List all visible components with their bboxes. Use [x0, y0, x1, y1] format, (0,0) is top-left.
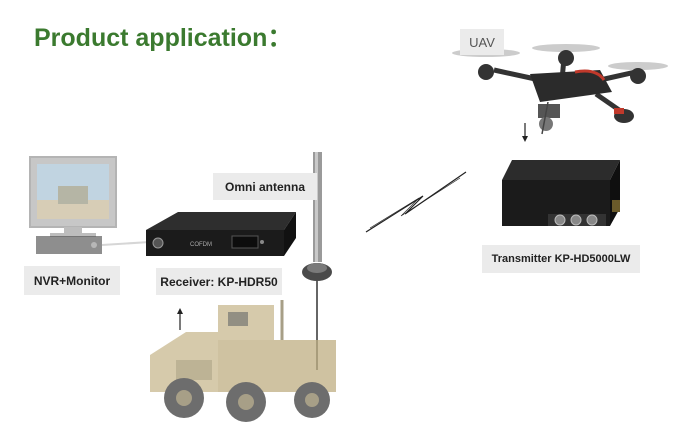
uav-label: UAV — [460, 29, 504, 55]
arrow-down-icon — [522, 123, 528, 142]
arrow-up-icon — [177, 308, 183, 330]
page-title: Product application： — [34, 24, 293, 52]
transmitter-label: Transmitter KP-HD5000LW — [482, 245, 640, 273]
wireless-bolt-icon — [365, 171, 467, 233]
omni-antenna-label: Omni antenna — [213, 173, 317, 200]
receiver-label: Receiver: KP-HDR50 — [156, 268, 282, 295]
monitor-icon — [29, 156, 117, 237]
receiver-rack-icon — [146, 212, 296, 256]
military-vehicle-icon — [150, 300, 336, 422]
transmitter-box-icon — [502, 160, 620, 226]
nvr-box-icon — [36, 236, 151, 254]
receiver-brand-text: COFDM — [190, 242, 212, 248]
nvr-monitor-label: NVR+Monitor — [24, 266, 120, 295]
uav-drone-icon — [452, 44, 668, 135]
